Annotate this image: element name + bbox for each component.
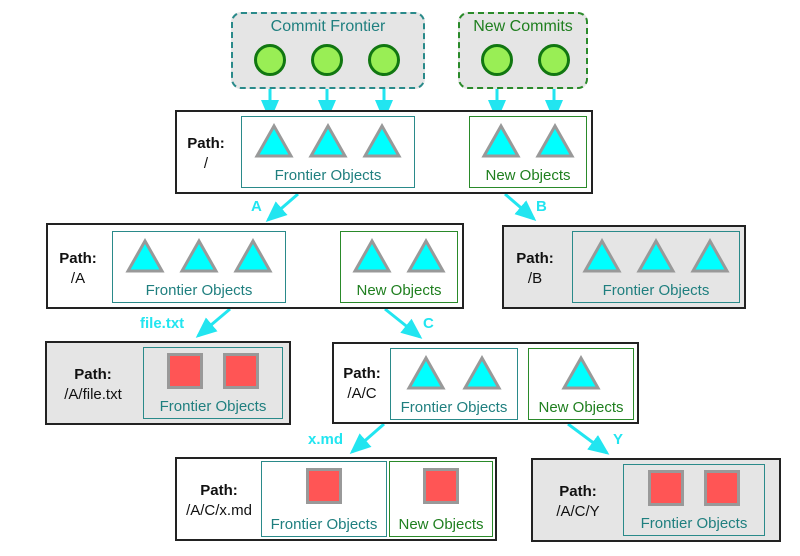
new-commits-group: New Commits: [458, 12, 588, 89]
edge-label-file-txt: file.txt: [140, 315, 185, 332]
commit-frontier-group: Commit Frontier: [231, 12, 425, 89]
commit-frontier-title: Commit Frontier: [270, 18, 386, 35]
commit-node[interactable]: [538, 44, 570, 76]
tree-object-triangle: [406, 238, 446, 273]
frontier-objects-label: Frontier Objects: [145, 282, 253, 299]
tree-node-A[interactable]: Path: /A Frontier Objects New Objects: [46, 223, 464, 309]
new-objects-box: New Objects: [469, 116, 587, 188]
frontier-objects-label: Frontier Objects: [400, 399, 508, 416]
frontier-objects-box: Frontier Objects: [143, 347, 283, 419]
tree-node-C[interactable]: Path: /A/C Frontier Objects New Objects: [332, 342, 639, 424]
frontier-objects-box: Frontier Objects: [112, 231, 286, 303]
new-objects-label: New Objects: [485, 167, 571, 184]
frontier-objects-box: Frontier Objects: [623, 464, 765, 536]
frontier-objects-label: Frontier Objects: [270, 516, 378, 533]
path-key: Path:: [200, 482, 238, 499]
tree-object-triangle: [636, 238, 676, 273]
commit-node[interactable]: [311, 44, 343, 76]
tree-node-root[interactable]: Path: / Frontier Objects New Objects: [175, 110, 593, 194]
tree-object-triangle: [481, 123, 521, 158]
blob-object-square: [648, 470, 684, 506]
edge-root-A: [265, 192, 299, 222]
tree-object-triangle: [535, 123, 575, 158]
commit-node[interactable]: [254, 44, 286, 76]
edge-label-B: B: [536, 198, 547, 215]
frontier-objects-label: Frontier Objects: [640, 515, 748, 532]
edge-root-B: [504, 192, 537, 221]
tree-object-triangle: [125, 238, 165, 273]
tree-object-triangle: [308, 123, 348, 158]
blob-object-square: [223, 353, 259, 389]
tree-node-B[interactable]: Path: /B Frontier Objects: [502, 225, 746, 309]
frontier-objects-box: Frontier Objects: [241, 116, 415, 188]
blob-object-square: [704, 470, 740, 506]
new-objects-label: New Objects: [398, 516, 484, 533]
tree-node-Y[interactable]: Path: /A/C/Y Frontier Objects: [531, 458, 781, 542]
edge-label-x-md: x.md: [308, 431, 344, 448]
tree-node-x-md[interactable]: Path: /A/C/x.md Frontier Objects New Obj…: [175, 457, 497, 541]
new-objects-label: New Objects: [356, 282, 442, 299]
edge-label-Y: Y: [613, 431, 624, 448]
edge-label-C: C: [423, 315, 434, 332]
blob-object-square: [306, 468, 342, 504]
new-objects-label: New Objects: [538, 399, 624, 416]
frontier-objects-label: Frontier Objects: [602, 282, 710, 299]
frontier-objects-label: Frontier Objects: [159, 398, 267, 415]
frontier-objects-label: Frontier Objects: [274, 167, 382, 184]
tree-object-triangle: [233, 238, 273, 273]
frontier-objects-box: Frontier Objects: [261, 461, 387, 537]
tree-object-triangle: [561, 355, 601, 390]
path-key: Path:: [343, 365, 381, 382]
path-value: /: [203, 155, 209, 172]
path-key: Path:: [187, 135, 225, 152]
new-objects-box: New Objects: [340, 231, 458, 303]
path-value: /B: [527, 270, 543, 287]
commit-node[interactable]: [481, 44, 513, 76]
tree-object-triangle: [690, 238, 730, 273]
path-value: /A/C/x.md: [186, 502, 252, 519]
commit-node[interactable]: [368, 44, 400, 76]
path-key: Path:: [559, 483, 597, 500]
tree-object-triangle: [362, 123, 402, 158]
new-objects-box: New Objects: [528, 348, 634, 420]
frontier-objects-box: Frontier Objects: [572, 231, 740, 303]
blob-object-square: [167, 353, 203, 389]
edge-C-xmd: [349, 422, 385, 454]
tree-object-triangle: [254, 123, 294, 158]
path-value: /A: [70, 270, 86, 287]
tree-object-triangle: [406, 355, 446, 390]
edge-A-file: [195, 307, 231, 338]
path-key: Path:: [74, 366, 112, 383]
new-commits-title: New Commits: [473, 18, 573, 35]
edge-C-Y: [567, 422, 610, 455]
path-value: /A/file.txt: [64, 386, 122, 403]
edge-A-C: [384, 307, 423, 339]
path-key: Path:: [516, 250, 554, 267]
tree-object-triangle: [352, 238, 392, 273]
path-key: Path:: [59, 250, 97, 267]
frontier-objects-box: Frontier Objects: [390, 348, 518, 420]
blob-object-square: [423, 468, 459, 504]
tree-object-triangle: [582, 238, 622, 273]
edge-label-A: A: [251, 198, 262, 215]
tree-object-triangle: [179, 238, 219, 273]
path-value: /A/C: [347, 385, 377, 402]
new-objects-box: New Objects: [389, 461, 493, 537]
tree-node-file-txt[interactable]: Path: /A/file.txt Frontier Objects: [45, 341, 291, 425]
path-value: /A/C/Y: [556, 503, 600, 520]
tree-object-triangle: [462, 355, 502, 390]
